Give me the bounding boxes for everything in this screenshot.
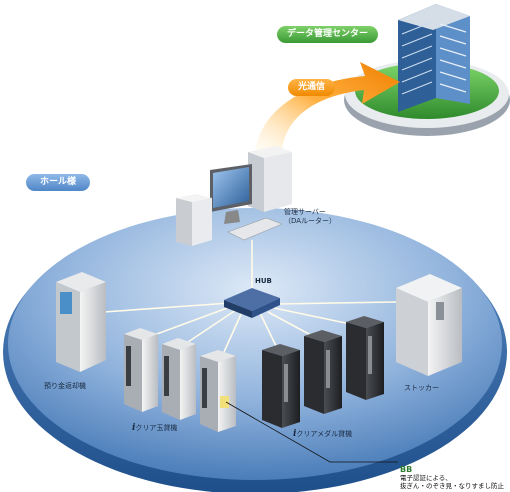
server-tower-icon	[248, 146, 292, 212]
ball-lending-label: iクリア玉貸機	[132, 424, 177, 433]
auth-chip-icon	[220, 396, 229, 408]
medal-lending-label: iクリアメダル貸機	[293, 430, 352, 439]
server-label-sub: （DAルーター）	[284, 217, 337, 225]
stocker-icon	[396, 274, 462, 376]
monitor-icon	[210, 164, 252, 224]
bb-title: BB	[400, 465, 413, 474]
deposit-return-label: 預り金返却機	[44, 382, 86, 390]
optical-label: 光通信	[288, 79, 336, 96]
stocker-label: ストッカー	[404, 384, 439, 392]
medal-text: クリアメダル貸機	[296, 430, 353, 438]
hall-label: ホール様	[26, 174, 91, 191]
medal-lending-machine-2	[304, 330, 342, 414]
pc-box-icon	[176, 194, 212, 246]
server-label: 管理サーバー （DAルーター）	[284, 208, 336, 226]
bb-note: BB 電子認証による、 抜ぎん・のぞき見・なりすまし防止	[400, 465, 504, 491]
server-label-main: 管理サーバー	[284, 208, 326, 216]
hub-icon	[224, 288, 280, 318]
deposit-return-machine-icon	[56, 272, 106, 372]
ball-lending-machine-1	[124, 328, 158, 412]
tama-text: クリア玉貸機	[135, 424, 178, 432]
optical-link-arrow	[255, 62, 400, 152]
medal-lending-machines	[262, 316, 384, 428]
ball-lending-machine-3	[200, 350, 236, 432]
callout-line	[225, 401, 398, 463]
medal-prefix: i	[293, 429, 297, 439]
ball-lending-machines	[124, 328, 236, 432]
tama-prefix: i	[132, 423, 136, 433]
data-center-label: データ管理センター	[277, 26, 379, 43]
network-cables	[103, 240, 397, 353]
medal-lending-machine-3	[346, 316, 384, 400]
ball-lending-machine-2	[162, 338, 196, 420]
medal-lending-machine-1	[262, 344, 300, 428]
bb-line-2: 抜ぎん・のぞき見・なりすまし防止	[400, 482, 504, 490]
data-center-building-icon	[398, 4, 470, 112]
keyboard-icon	[227, 217, 283, 241]
hub-label: HUB	[255, 277, 272, 285]
bb-line-1: 電子認証による、	[400, 474, 452, 482]
hall-floor	[3, 208, 507, 492]
